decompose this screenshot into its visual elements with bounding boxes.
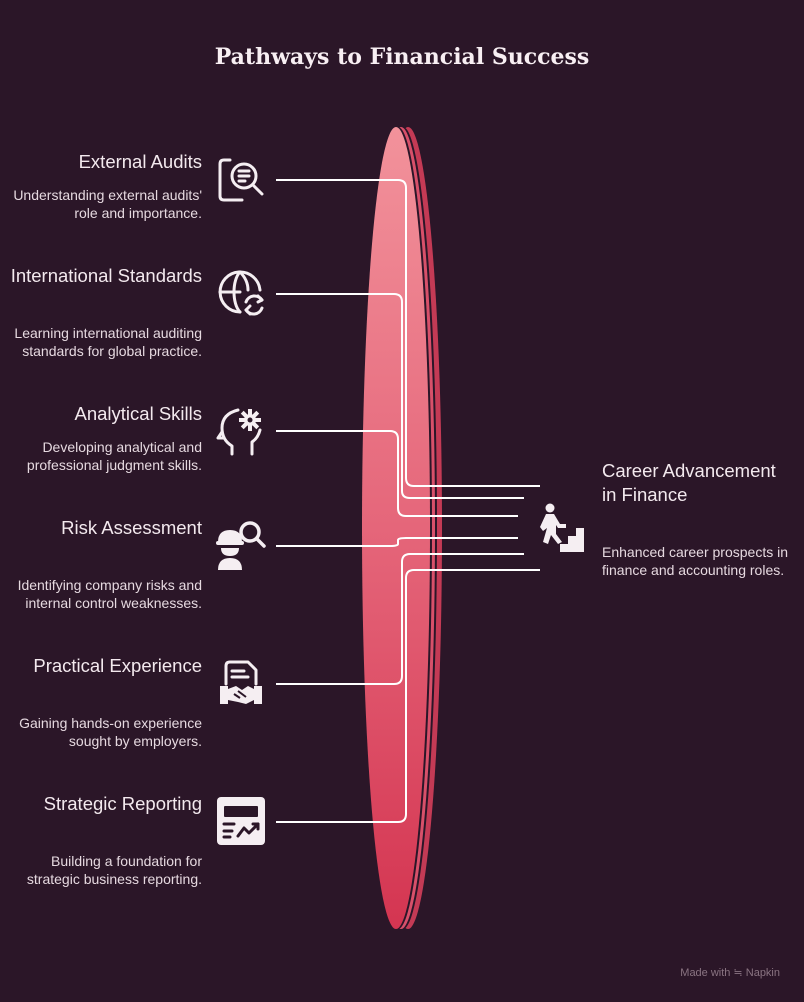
practical-experience-description: Gaining hands-on experience sought by em… [19,715,202,749]
handshake-document-icon [220,660,262,704]
climbing-stairs-icon [540,503,584,552]
risk-assessment-heading: Risk Assessment [61,517,202,538]
strategic-reporting-heading: Strategic Reporting [43,793,202,814]
napkin-footer[interactable]: Made with ≒ Napkin [680,967,780,979]
head-gear-icon [216,408,262,456]
strategic-reporting-description: Building a foundation for strategic busi… [26,853,202,887]
report-chart-icon [217,797,265,845]
connector-lines [276,179,540,823]
career-advancement-heading: Career Advancement in Finance [602,460,776,505]
analytical-skills-heading: Analytical Skills [74,403,203,424]
connector-analytical-skills [276,430,518,517]
audit-search-icon [218,158,264,202]
career-advancement-description: Enhanced career prospects in finance and… [602,544,788,578]
external-audits-heading: External Audits [78,151,202,172]
connector-international-standards [276,293,524,499]
lens-front [362,127,430,929]
worker-search-icon [216,521,266,570]
connector-external-audits [276,179,540,487]
external-audits-description: Understanding external audits' role and … [13,187,202,221]
connector-risk-assessment [276,537,518,547]
globe-refresh-icon [218,270,264,316]
connector-practical-experience [276,553,524,685]
connector-strategic-reporting [276,569,540,823]
international-standards-description: Learning international auditing standard… [14,325,202,359]
analytical-skills-description: Developing analytical and professional j… [26,439,202,473]
risk-assessment-description: Identifying company risks and internal c… [17,577,202,611]
diagram-title: Pathways to Financial Success [214,44,590,70]
practical-experience-heading: Practical Experience [33,655,202,676]
international-standards-heading: International Standards [10,265,202,286]
